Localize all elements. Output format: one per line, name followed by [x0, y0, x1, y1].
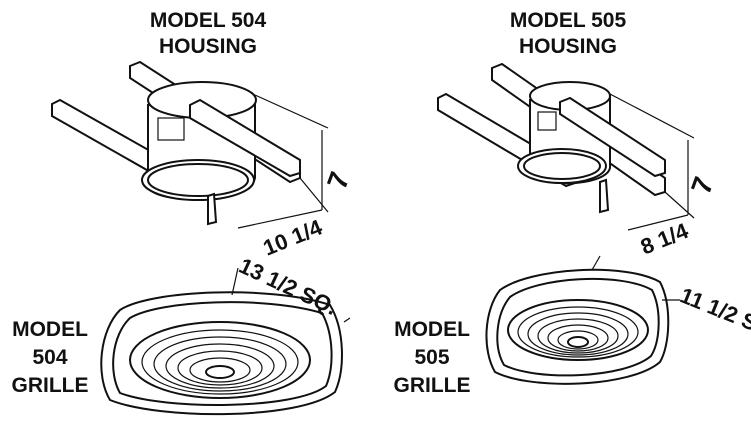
model-505-dim-width-line: [627, 214, 689, 231]
model-505-support-tab: [599, 178, 610, 214]
model-504-housing-title-line2: HOUSING: [158, 35, 257, 58]
model-504-grille-illustration: 13 1/2 SQ.: [100, 253, 351, 416]
model-505-vent-opening: [537, 111, 557, 131]
model-504-grille-dim-ext1: [231, 267, 239, 296]
model-505-grille-rings: [507, 299, 649, 361]
model-505-housing-title-line1: MODEL 505: [509, 9, 627, 32]
model-504-bottom-ring-inner: [147, 163, 249, 197]
model-505-front-bar: [559, 96, 666, 178]
model-504-grille-line2: 504: [32, 346, 68, 369]
model-504-bottom-ring-outer: [141, 159, 255, 201]
model-504-grille-line3: GRILLE: [11, 374, 89, 397]
model-505-grille-line2: 505: [414, 346, 450, 369]
model-505-dim-height-ext-bot: [664, 191, 695, 219]
model-505-grille-plate: [485, 268, 670, 385]
model-505-bottom-ring-inner: [523, 152, 601, 180]
model-504-dim-height-ext-bot: [299, 177, 329, 213]
model-504-front-bar: [189, 98, 301, 178]
model-504-dim-height-text: 7: [321, 168, 355, 193]
model-504-dim-width-line: [237, 209, 323, 229]
model-505-dim-width-text: 8 1/4: [637, 218, 692, 260]
model-505-dim-height-ext-top: [609, 93, 695, 139]
model-505-housing-title-line2: HOUSING: [518, 35, 617, 58]
model-504-housing-title: MODEL 504 HOUSING: [118, 8, 298, 60]
model-505-grille-dim-ext1: [591, 255, 601, 271]
model-504-grille-inner-edge: [112, 301, 333, 406]
model-504-housing-title-line1: MODEL 504: [149, 9, 267, 32]
model-505-grille-inner-edge: [496, 277, 660, 377]
model-505-dim-height-text: 7: [685, 173, 719, 198]
model-504-grille-label: MODEL 504 GRILLE: [2, 316, 98, 400]
model-505-housing-illustration: 7 8 1/4: [437, 62, 720, 260]
model-505-grille-line3: GRILLE: [393, 374, 471, 397]
model-505-housing-title: MODEL 505 HOUSING: [478, 8, 658, 60]
model-505-grille-label: MODEL 505 GRILLE: [384, 316, 480, 400]
model-505-grille-line1: MODEL: [394, 318, 470, 341]
model-504-grille-rings: [129, 321, 311, 399]
model-504-housing-illustration: 7 10 1/4: [51, 60, 356, 261]
model-504-grille-line1: MODEL: [12, 318, 88, 341]
model-504-dim-height-ext-top: [254, 94, 329, 129]
model-504-support-tab: [207, 192, 218, 226]
model-504-grille-dim-ext2: [343, 317, 351, 323]
model-505-bottom-ring-outer: [517, 148, 607, 184]
model-505-grille-illustration: 11 1/2 SQ.: [485, 255, 751, 385]
model-504-vent-opening: [157, 117, 185, 141]
model-505-grille-dim-text: 11 1/2 SQ.: [677, 283, 751, 345]
